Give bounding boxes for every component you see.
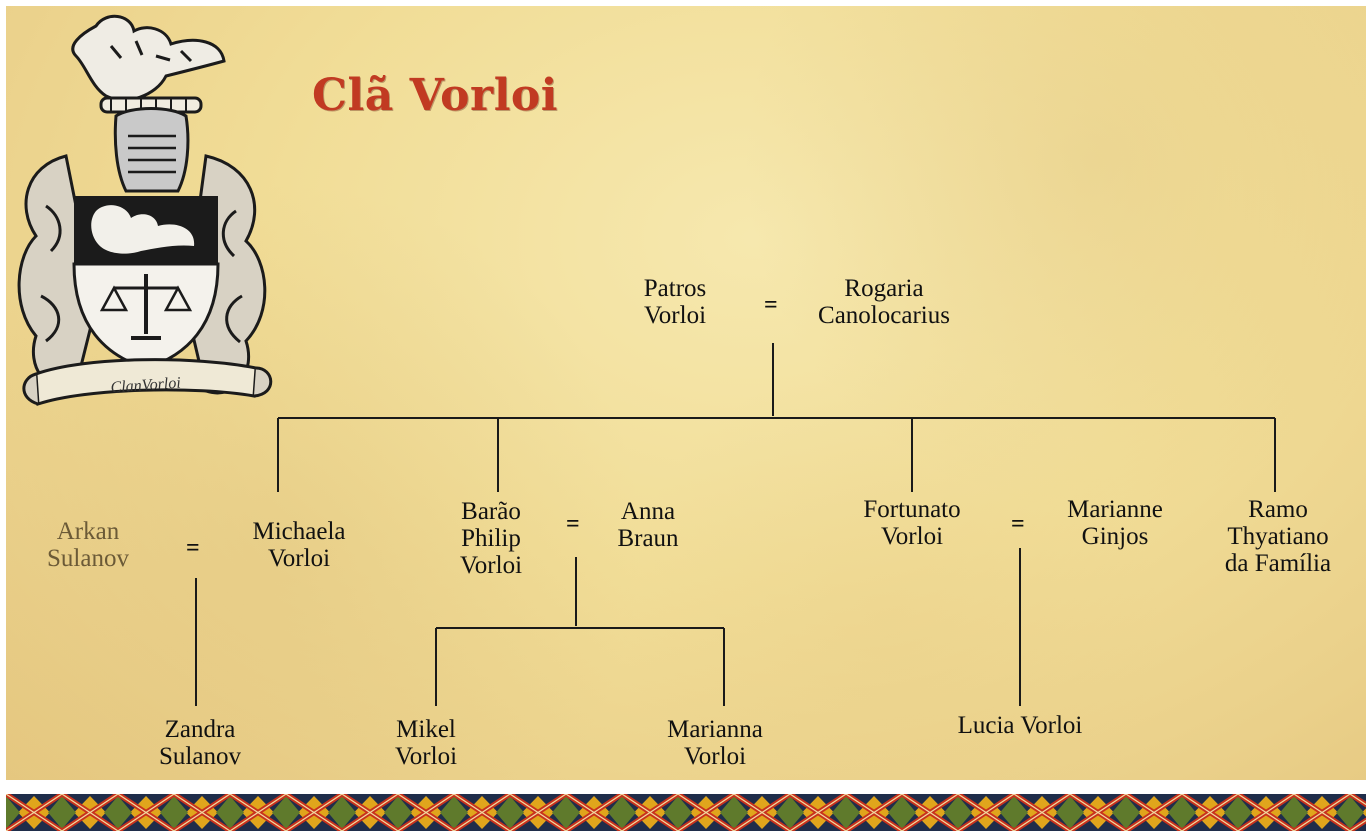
person-patros-vorloi: Patros Vorloi [643,275,707,329]
crest-motto: ClanVorloi [110,375,181,397]
person-fortunato-vorloi: Fortunato Vorloi [863,496,961,550]
family-crest-icon: ClanVorloi [17,15,273,407]
decorative-border [6,794,1366,831]
person-barao-philip-vorloi: Barão Philip Vorloi [459,498,523,579]
lattice-border-icon [6,794,1366,831]
person-ramo-thyatiano: Ramo Thyatiano da Família [1224,496,1332,577]
person-marianne-ginjos: Marianne Ginjos [1067,496,1163,550]
person-anna-braun: Anna Braun [617,498,679,552]
marriage-symbol: = [764,292,778,318]
person-lucia-vorloi: Lucia Vorloi [957,712,1083,739]
marriage-symbol: = [186,535,200,561]
person-zandra-sulanov: Zandra Sulanov [159,716,241,770]
marriage-symbol: = [1011,511,1025,537]
page-title: Clã Vorloi [312,70,558,121]
parchment-background [6,6,1366,780]
marriage-symbol: = [566,511,580,537]
person-arkan-sulanov: Arkan Sulanov [47,518,129,572]
person-mikel-vorloi: Mikel Vorloi [394,716,458,770]
person-rogaria-canolocarius: Rogaria Canolocarius [818,275,950,329]
person-michaela-vorloi: Michaela Vorloi [252,518,346,572]
person-marianna-vorloi: Marianna Vorloi [667,716,763,770]
